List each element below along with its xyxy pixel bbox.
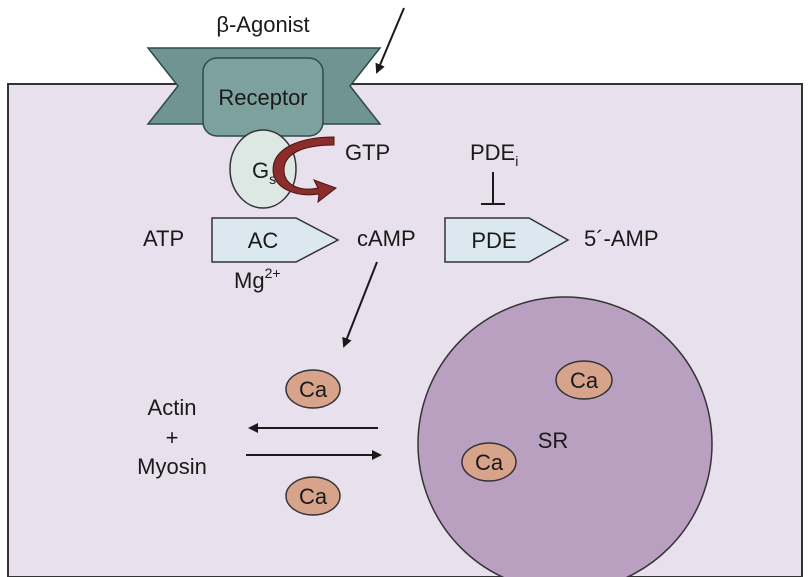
ac-enzyme: [211, 217, 340, 263]
ca-ion-top: [285, 369, 341, 409]
plus-label: +: [166, 425, 179, 450]
atp-label: ATP: [143, 226, 184, 251]
camp-label: cAMP: [357, 226, 416, 251]
agonist-arrow: [375, 7, 405, 74]
sarcoplasmic-reticulum: [417, 296, 713, 577]
pde-label: PDE: [471, 228, 516, 253]
pde-enzyme: [444, 217, 570, 263]
ca-bottom-label: Ca: [299, 484, 328, 509]
ca-ion-bottom: [285, 476, 341, 516]
camp-to-ca-arrow: [342, 261, 378, 348]
gs-protein: [229, 129, 297, 209]
ac-label: AC: [248, 228, 279, 253]
gs-label: Gs: [252, 158, 276, 187]
actin-label: Actin: [148, 395, 197, 420]
receptor-label: Receptor: [218, 85, 307, 110]
sr-label: SR: [538, 428, 569, 453]
amp5-label: 5´-AMP: [584, 226, 659, 251]
agonist-label: β-Agonist: [216, 12, 309, 37]
gtp-label: GTP: [345, 140, 390, 165]
gtp-arrow: [272, 136, 338, 204]
ca-ion-sr-1: [555, 360, 613, 400]
ca-sr-2-label: Ca: [475, 450, 504, 475]
ca-sr-1-label: Ca: [570, 368, 599, 393]
ca-top-label: Ca: [299, 377, 328, 402]
ca-ion-sr-2: [461, 442, 517, 482]
myosin-label: Myosin: [137, 454, 207, 479]
receptor: [146, 47, 382, 137]
mg-label: Mg2+: [234, 265, 281, 293]
pdei-label: PDEi: [470, 140, 518, 169]
